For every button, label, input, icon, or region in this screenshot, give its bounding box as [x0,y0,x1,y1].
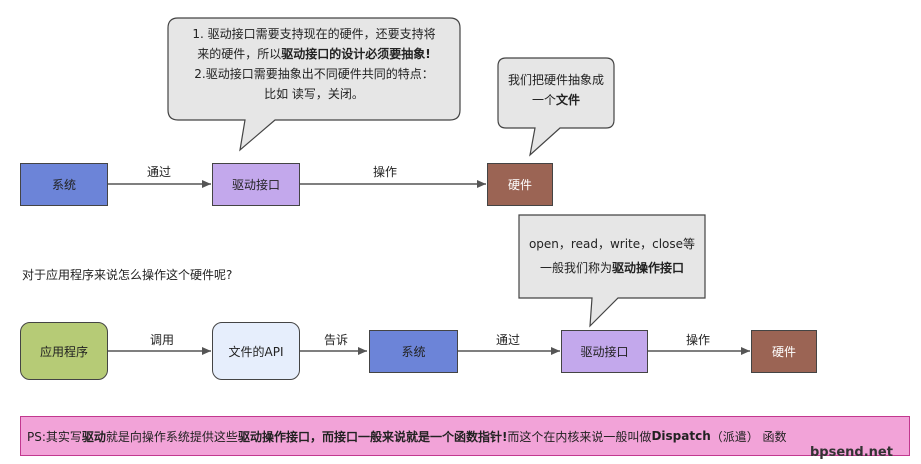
callout-file-line2-plain: 一个 [531,93,556,107]
callout-top-line1: 1. 驱动接口需要支持现在的硬件，还要支持将 [192,27,436,41]
ps-bold-1: 驱动 [81,429,106,444]
edge-label-operate: 操作 [373,165,398,179]
node-driver-interface-label: 驱动接口 [231,178,280,192]
node-application-label: 应用程序 [39,344,88,359]
callout-ops-line2: 一般我们称为驱动操作接口 [519,258,705,278]
node-hardware-2[interactable]: 硬件 [751,330,817,373]
node-system[interactable]: 系统 [20,163,108,206]
callout-top-line2: 来的硬件，所以驱动接口的设计必须要抽象! [168,44,460,64]
node-driver-interface-2-label: 驱动接口 [580,345,629,359]
edge-label-tell: 告诉 [324,333,349,347]
callout-top-line2-plain: 来的硬件，所以 [197,47,282,61]
callout-file-line2: 一个文件 [498,90,614,110]
node-system-2-label: 系统 [401,345,426,359]
callout-top-line2-bold: 驱动接口的设计必须要抽象! [281,47,431,61]
ps-text-3: 而这个在内核来说一般叫做 [507,429,652,444]
callout-top-line3: 2.驱动接口需要抽象出不同硬件共同的特点： [194,67,434,81]
node-system-label: 系统 [51,178,76,192]
ps-text-2: 就是向操作系统提供这些 [105,429,238,444]
ps-note-banner: PS:其实写驱动就是向操作系统提供这些驱动操作接口，而接口一般来说就是一个函数指… [20,416,910,456]
ps-text-1: PS:其实写 [27,429,82,444]
ps-text-4: （派遣） 函数 [710,429,787,444]
callout-top-text: 1. 驱动接口需要支持现在的硬件，还要支持将 来的硬件，所以驱动接口的设计必须要… [168,24,460,104]
node-hardware[interactable]: 硬件 [487,163,553,206]
callout-bubble-ops [518,214,706,328]
callout-ops-line2-plain: 一般我们称为 [539,261,612,275]
node-application[interactable]: 应用程序 [20,322,108,380]
node-file-api-label: 文件的API [228,344,284,359]
node-hardware-2-label: 硬件 [771,345,796,359]
edge-label-via-2: 通过 [496,333,521,347]
callout-ops-text: open，read，write，close等 一般我们称为驱动操作接口 [519,234,705,278]
callout-ops-line1: open，read，write，close等 [528,237,696,251]
callout-bubble-file [497,57,615,157]
node-system-2[interactable]: 系统 [369,330,458,373]
question-text: 对于应用程序来说怎么操作这个硬件呢? [22,268,233,282]
ps-bold-2: 驱动操作接口，而接口一般来说就是一个函数指针! [237,429,508,444]
callout-file-line1: 我们把硬件抽象成 [507,73,604,87]
ps-bold-3: Dispatch [651,429,711,443]
node-file-api[interactable]: 文件的API [212,322,300,380]
callout-top-line4: 比如 读写，关闭。 [264,87,364,101]
edge-label-operate-2: 操作 [686,333,711,347]
callout-file-text: 我们把硬件抽象成 一个文件 [498,70,614,110]
callout-bubble-top [167,17,461,152]
edge-label-call: 调用 [150,333,175,347]
node-driver-interface-2[interactable]: 驱动接口 [561,330,648,373]
node-hardware-label: 硬件 [507,178,532,192]
node-driver-interface[interactable]: 驱动接口 [212,163,300,206]
watermark-text: bpsend.net [810,445,893,460]
callout-ops-line2-bold: 驱动操作接口 [612,261,685,275]
callout-file-line2-bold: 文件 [556,93,581,107]
edge-label-via: 通过 [147,165,172,179]
